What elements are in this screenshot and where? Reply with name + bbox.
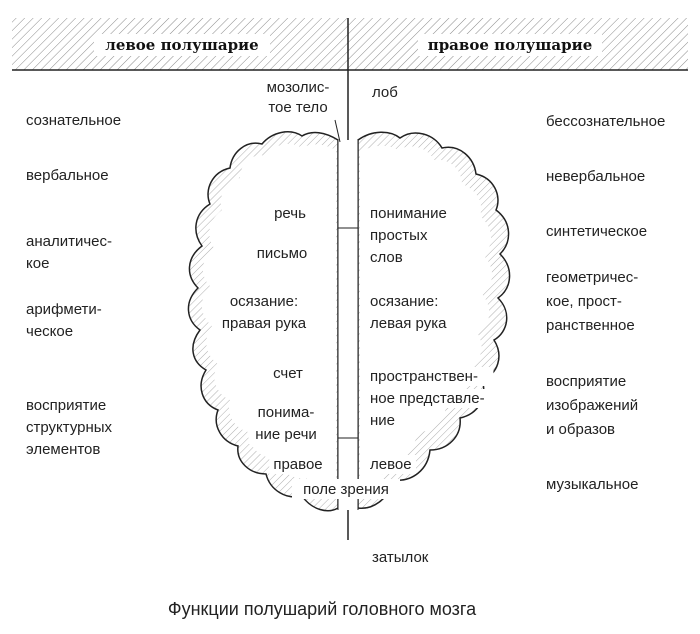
left-hemisphere-title: левое полушарие xyxy=(105,36,258,54)
visual-field-bg xyxy=(292,479,400,499)
callosum-pointer xyxy=(334,119,341,143)
right-brain-label-1-bg xyxy=(367,248,408,267)
left-brain-label-2-bg xyxy=(253,244,311,263)
right-function-5: и образов xyxy=(546,421,615,438)
corpus-callosum-structure xyxy=(334,119,359,510)
left-brain-label-6-bg xyxy=(269,455,327,474)
right-brain-label-3: ние xyxy=(370,412,395,429)
right-function-3: синтетическое xyxy=(546,223,647,240)
left-function-2: вербальное xyxy=(26,167,109,184)
visual-field-label: поле зрения xyxy=(303,481,389,498)
corpus-callosum-label: тое тело xyxy=(268,99,327,116)
right-function-5: изображений xyxy=(546,397,638,414)
left-function-1: сознательное xyxy=(26,112,121,129)
right-brain-label-1: простых xyxy=(370,227,428,244)
right-brain-label-4-bg xyxy=(367,455,416,474)
right-function-4: геометричес- xyxy=(546,269,638,286)
left-brain-label-1-bg xyxy=(269,204,311,223)
right-brain-label-3: ное представле- xyxy=(370,390,485,407)
left-brain-label-3-bg xyxy=(213,314,315,333)
right-brain-label-2-bg xyxy=(367,314,459,333)
left-title-bg xyxy=(94,34,270,56)
occiput-label: затылок xyxy=(372,549,429,566)
left-function-3: кое xyxy=(26,255,49,272)
left-function-labels: сознательное вербальное аналитичес-кое ариф… xyxy=(26,112,121,458)
left-function-5: восприятие xyxy=(26,397,106,414)
right-brain-label-2-bg xyxy=(367,292,451,311)
right-brain-label-3-bg xyxy=(367,411,399,430)
left-brain-label-5-bg xyxy=(248,425,324,444)
left-brain-label-5: ние речи xyxy=(255,426,317,443)
left-brain-label-2: письмо xyxy=(257,245,307,262)
right-brain-label-1-bg xyxy=(367,204,451,223)
right-function-2: невербальное xyxy=(546,168,645,185)
right-brain-label-4: левое xyxy=(370,456,412,473)
right-brain-label-2: левая рука xyxy=(370,315,447,332)
right-brain-labels: понимание простых слов осязание: левая рука п… xyxy=(367,204,502,474)
left-function-4: арифмети- xyxy=(26,301,102,318)
left-brain-label-6: правое xyxy=(273,456,322,473)
corpus-callosum-label: мозолис- xyxy=(267,79,330,96)
left-function-5: структурных xyxy=(26,419,113,436)
left-function-5: элементов xyxy=(26,441,100,458)
left-brain-label-4-bg xyxy=(267,364,309,383)
right-function-4: ранственное xyxy=(546,317,635,334)
right-brain-label-2: осязание: xyxy=(370,293,438,310)
right-function-labels: бессознательное невербальное синтетическое… xyxy=(546,113,665,493)
right-brain-label-3-bg xyxy=(367,367,494,386)
right-brain-label-1: понимание xyxy=(370,205,447,222)
right-function-6: музыкальное xyxy=(546,476,638,493)
left-function-4: ческое xyxy=(26,323,73,340)
left-brain-label-3: правая рука xyxy=(222,315,307,332)
figure-caption: Функции полушарий головного мозга xyxy=(168,599,477,619)
right-hemisphere-title: правое полушарие xyxy=(428,36,593,54)
left-brain-label-4: счет xyxy=(273,365,303,382)
left-function-3: аналитичес- xyxy=(26,233,112,250)
left-brain-label-5: понима- xyxy=(258,404,315,421)
right-brain-label-1: слов xyxy=(370,249,403,266)
left-brain-label-3: осязание: xyxy=(230,293,298,310)
right-function-1: бессознательное xyxy=(546,113,665,130)
right-title-bg xyxy=(418,34,602,56)
center-labels: мозолис-тое тело лоб затылок поле зрения xyxy=(267,79,429,566)
left-brain-labels: речь письмо осязание: правая рука счет понима… xyxy=(213,204,327,474)
right-brain-label-3-bg xyxy=(367,389,502,408)
forehead-label: лоб xyxy=(372,84,398,101)
left-brain-label-5-bg xyxy=(252,403,320,422)
right-brain-label-1-bg xyxy=(367,226,434,245)
header-band: левое полушарие правое полушарие xyxy=(12,18,688,71)
left-brain-label-1: речь xyxy=(274,205,306,222)
right-function-5: восприятие xyxy=(546,373,626,390)
right-function-4: кое, прост- xyxy=(546,293,622,310)
left-brain-label-3-bg xyxy=(222,292,306,311)
right-brain-label-3: пространствен- xyxy=(370,368,478,385)
